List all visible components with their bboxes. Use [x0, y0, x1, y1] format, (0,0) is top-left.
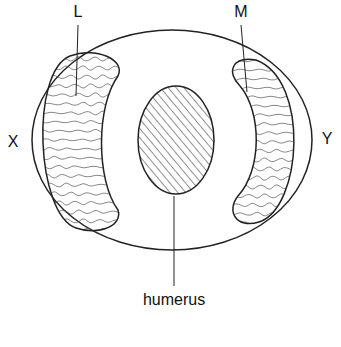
texture-line [30, 183, 126, 187]
texture-line [30, 128, 126, 133]
texture-line [30, 91, 126, 97]
texture-line [222, 93, 306, 99]
part-name: humerus [143, 291, 205, 309]
texture-line [222, 221, 306, 225]
leader-line [174, 196, 175, 286]
texture-line [30, 147, 126, 151]
texture-line [30, 208, 126, 214]
leader-line [76, 25, 78, 96]
texture-line [30, 201, 126, 205]
texture-line [30, 219, 126, 223]
texture-line [30, 171, 126, 179]
texture-line [30, 75, 126, 80]
texture-line [222, 56, 306, 63]
muscle-outline [233, 59, 294, 223]
muscle-texture [222, 50, 306, 237]
muscle-texture [30, 48, 126, 233]
texture-line [222, 86, 306, 92]
texture-line [30, 48, 126, 52]
texture-line [222, 67, 306, 72]
texture-line [222, 194, 306, 200]
part-letter: M [234, 3, 247, 21]
texture-line [222, 101, 306, 107]
texture-line [222, 113, 306, 118]
texture-line [222, 185, 306, 189]
texture-line [30, 118, 126, 125]
side-letter: X [8, 133, 19, 151]
muscle-outline [43, 53, 119, 231]
texture-line [222, 230, 306, 237]
humerus-bone [138, 86, 214, 194]
texture-line [30, 66, 126, 70]
texture-line [222, 175, 306, 180]
arm-outline [32, 30, 312, 250]
texture-line [222, 50, 306, 54]
leader-line [241, 25, 247, 92]
side-letter: Y [322, 130, 333, 148]
texture-line [222, 166, 306, 171]
texture-line [30, 136, 126, 144]
part-letter: L [74, 3, 83, 21]
